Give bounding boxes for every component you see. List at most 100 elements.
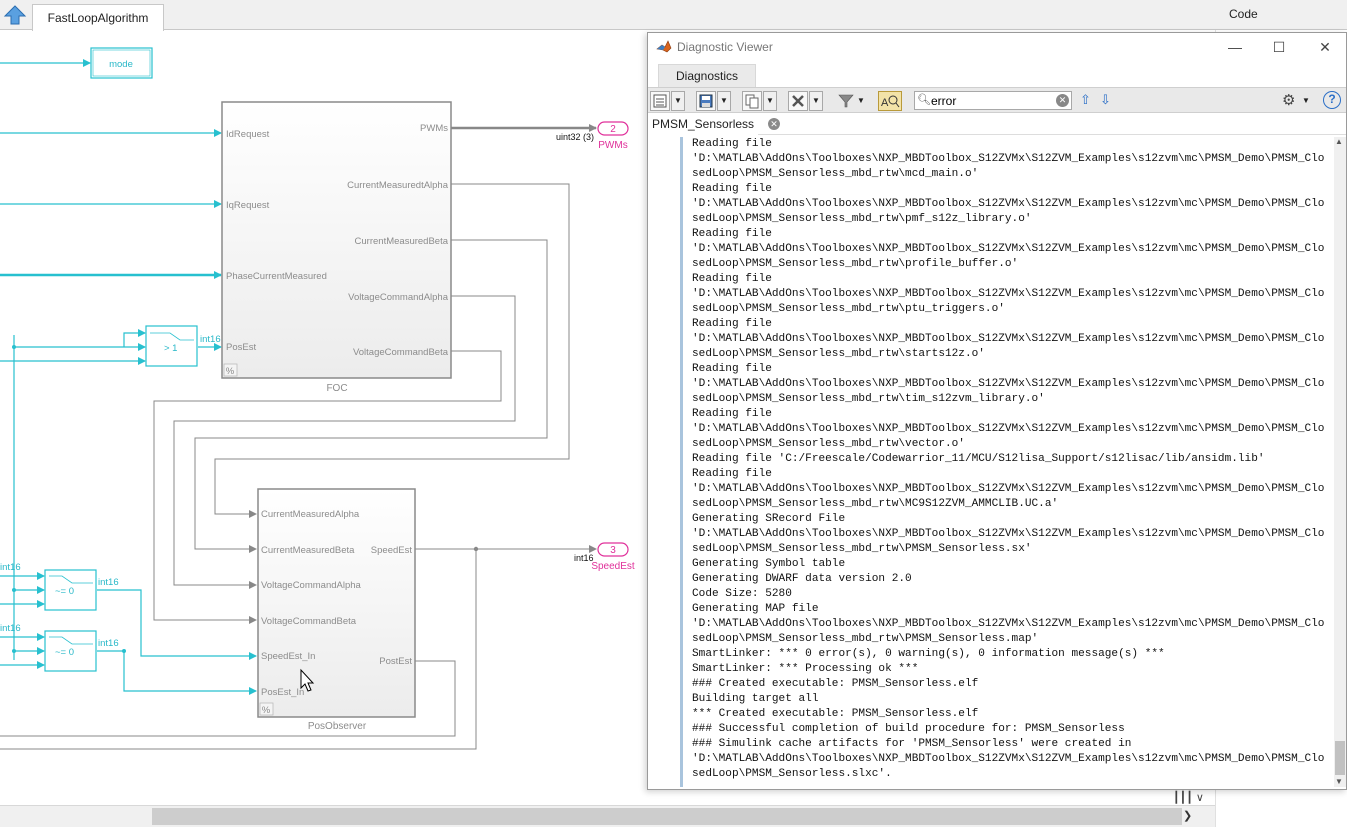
diagnostic-tabstrip: Diagnostics [648,61,1346,87]
result-tab-label: PMSM_Sensorless [652,117,755,131]
log-line: sedLoop\PMSM_Sensorless_mbd_rtw\PMSM_Sen… [692,633,1039,645]
outport-pwms[interactable]: 2 PWMs [597,121,629,151]
log-line: Reading file [692,183,772,195]
close-result-tab-icon[interactable]: ✕ [768,118,780,130]
mouse-cursor-icon [300,668,315,692]
search-input[interactable] [931,93,1053,108]
log-line: 'D:\MATLAB\AddOns\Toolboxes\NXP_MBDToolb… [692,153,1325,165]
model-canvas[interactable]: mode IdRequest IqRequest PhaseCurrentMea… [0,30,1215,805]
log-line: 'D:\MATLAB\AddOns\Toolboxes\NXP_MBDToolb… [692,483,1325,495]
log-line: 'D:\MATLAB\AddOns\Toolboxes\NXP_MBDToolb… [692,243,1325,255]
tab-fastloopalgorithm[interactable]: FastLoopAlgorithm [32,4,164,31]
switch-ne0-2-block[interactable]: ~= 0 int16 int16 [0,623,119,672]
filter-icon[interactable] [836,91,856,111]
log-line: sedLoop\PMSM_Sensorless_mbd_rtw\PMSM_Sen… [692,543,1032,555]
previous-match-icon[interactable]: ⇧ [1080,92,1091,107]
log-line: Reading file [692,363,772,375]
report-view-dropdown-icon[interactable]: ▼ [671,91,685,111]
save-dropdown-icon[interactable]: ▼ [717,91,731,111]
filter-dropdown-icon[interactable]: ▼ [857,96,865,105]
tab-diagnostics[interactable]: Diagnostics [658,64,756,87]
log-line: SmartLinker: *** Processing ok *** [692,663,919,675]
log-line: 'D:\MATLAB\AddOns\Toolboxes\NXP_MBDToolb… [692,423,1325,435]
outport-pwms-name: PWMs [598,140,627,151]
maximize-icon[interactable]: ☐ [1272,39,1286,55]
diagnostic-toolbar: ▼ ▼ ▼ ▼ ▼ A 🔍︎ ✕ ⇧ ⇩ ⚙ ▼ ? [648,87,1346,113]
minimize-icon[interactable]: — [1228,39,1242,55]
log-line: sedLoop\PMSM_Sensorless_mbd_rtw\pmf_s12z… [692,213,1032,225]
foc-out-curbeta: CurrentMeasuredBeta [355,236,449,247]
posobs-in-voltbeta: VoltageCommandBeta [261,616,357,627]
log-line: 'D:\MATLAB\AddOns\Toolboxes\NXP_MBDToolb… [692,288,1325,300]
copy-dropdown-icon[interactable]: ▼ [763,91,777,111]
navigate-up-icon[interactable] [2,3,28,27]
foc-block-name: FOC [326,383,347,394]
log-line: sedLoop\PMSM_Sensorless_mbd_rtw\vector.o… [692,438,965,450]
highlight-toggle-icon[interactable]: A [878,91,902,111]
mode-block[interactable]: mode [0,47,153,79]
log-line: sedLoop\PMSM_Sensorless_mbd_rtw\profile_… [692,258,1019,270]
log-vertical-scrollbar[interactable]: ▲ ▼ [1334,137,1346,787]
code-panel-label: Code [1229,7,1258,21]
switch-ne0-1-out-type: int16 [98,577,119,588]
foc-block[interactable]: IdRequest IqRequest PhaseCurrentMeasured… [221,101,452,394]
outport-speedest[interactable]: 3 SpeedEst [591,542,635,572]
diagnostic-viewer-titlebar[interactable]: Diagnostic Viewer — ☐ ✕ [648,33,1346,61]
settings-dropdown-icon[interactable]: ▼ [1302,96,1310,105]
log-scroll-thumb[interactable] [1335,741,1345,775]
copy-icon[interactable] [742,91,762,111]
message-indicator-bar [680,137,683,787]
search-box[interactable]: 🔍︎ ✕ [914,91,1072,110]
view-options-icon[interactable]: ┃┃┃ ∨ [1173,792,1204,804]
log-line: Generating Symbol table [692,558,846,570]
canvas-scroll-thumb[interactable] [152,808,1182,825]
scroll-down-icon[interactable]: ▼ [1335,777,1343,786]
log-line: Code Size: 5280 [692,588,792,600]
log-line: Reading file [692,408,772,420]
log-line: 'D:\MATLAB\AddOns\Toolboxes\NXP_MBDToolb… [692,198,1325,210]
clear-search-icon[interactable]: ✕ [1056,94,1069,107]
outport-pwms-number: 2 [610,124,616,135]
foc-out-pwms: PWMs [420,123,448,134]
foc-in-posest: PosEst [226,342,256,353]
report-view-icon[interactable] [650,91,670,111]
diagnostic-viewer-title: Diagnostic Viewer [677,40,773,54]
save-icon[interactable] [696,91,716,111]
foc-out-curalpha: CurrentMeasuredtAlpha [347,180,449,191]
scroll-up-icon[interactable]: ▲ [1335,137,1343,146]
log-line: SmartLinker: *** 0 error(s), 0 warning(s… [692,648,1165,660]
next-match-icon[interactable]: ⇩ [1100,92,1111,107]
clear-dropdown-icon[interactable]: ▼ [809,91,823,111]
switch-ne0-1-in-type: int16 [0,562,21,573]
outport-speedest-name: SpeedEst [591,561,635,572]
log-line: sedLoop\PMSM_Sensorless_mbd_rtw\ptu_trig… [692,303,1005,315]
log-line: Reading file 'C:/Freescale/Codewarrior_1… [692,453,1265,465]
settings-gear-icon[interactable]: ⚙ [1282,92,1296,109]
log-line: Reading file [692,138,772,150]
switch-gt1-out-type: int16 [200,334,221,345]
close-icon[interactable]: ✕ [1319,39,1331,55]
foc-in-idrequest: IdRequest [226,129,270,140]
canvas-horizontal-scrollbar[interactable]: ❯ [0,805,1215,827]
log-line: Generating MAP file [692,603,819,615]
pwms-signal-type: uint32 (3) [556,132,594,142]
log-line: Reading file [692,468,772,480]
scroll-right-icon[interactable]: ❯ [1183,810,1193,822]
posobs-out-postest: PostEst [379,656,412,667]
posobserver-block[interactable]: CurrentMeasuredAlpha CurrentMeasuredBeta… [257,488,416,732]
posobs-variant-badge: % [262,705,271,716]
log-line: sedLoop\PMSM_Sensorless_mbd_rtw\tim_s12z… [692,393,1045,405]
diagnostic-log[interactable]: Reading file 'D:\MATLAB\AddOns\Toolboxes\… [692,137,1328,787]
outport-speedest-number: 3 [610,545,616,556]
log-line: Reading file [692,228,772,240]
clear-icon[interactable] [788,91,808,111]
log-line: ### Created executable: PMSM_Sensorless.… [692,678,979,690]
log-line: 'D:\MATLAB\AddOns\Toolboxes\NXP_MBDToolb… [692,378,1325,390]
switch-gt1-block[interactable]: > 1 int16 [0,325,221,367]
result-tab-pmsm-sensorless[interactable]: PMSM_Sensorless [648,113,759,135]
diagnostic-viewer-window: Diagnostic Viewer — ☐ ✕ Diagnostics ▼ ▼ … [647,32,1347,790]
log-line: 'D:\MATLAB\AddOns\Toolboxes\NXP_MBDToolb… [692,333,1325,345]
posobs-in-posest: PosEst_In [261,687,304,698]
switch-ne0-1-block[interactable]: ~= 0 int16 int16 [0,562,119,611]
help-icon[interactable]: ? [1323,91,1341,109]
